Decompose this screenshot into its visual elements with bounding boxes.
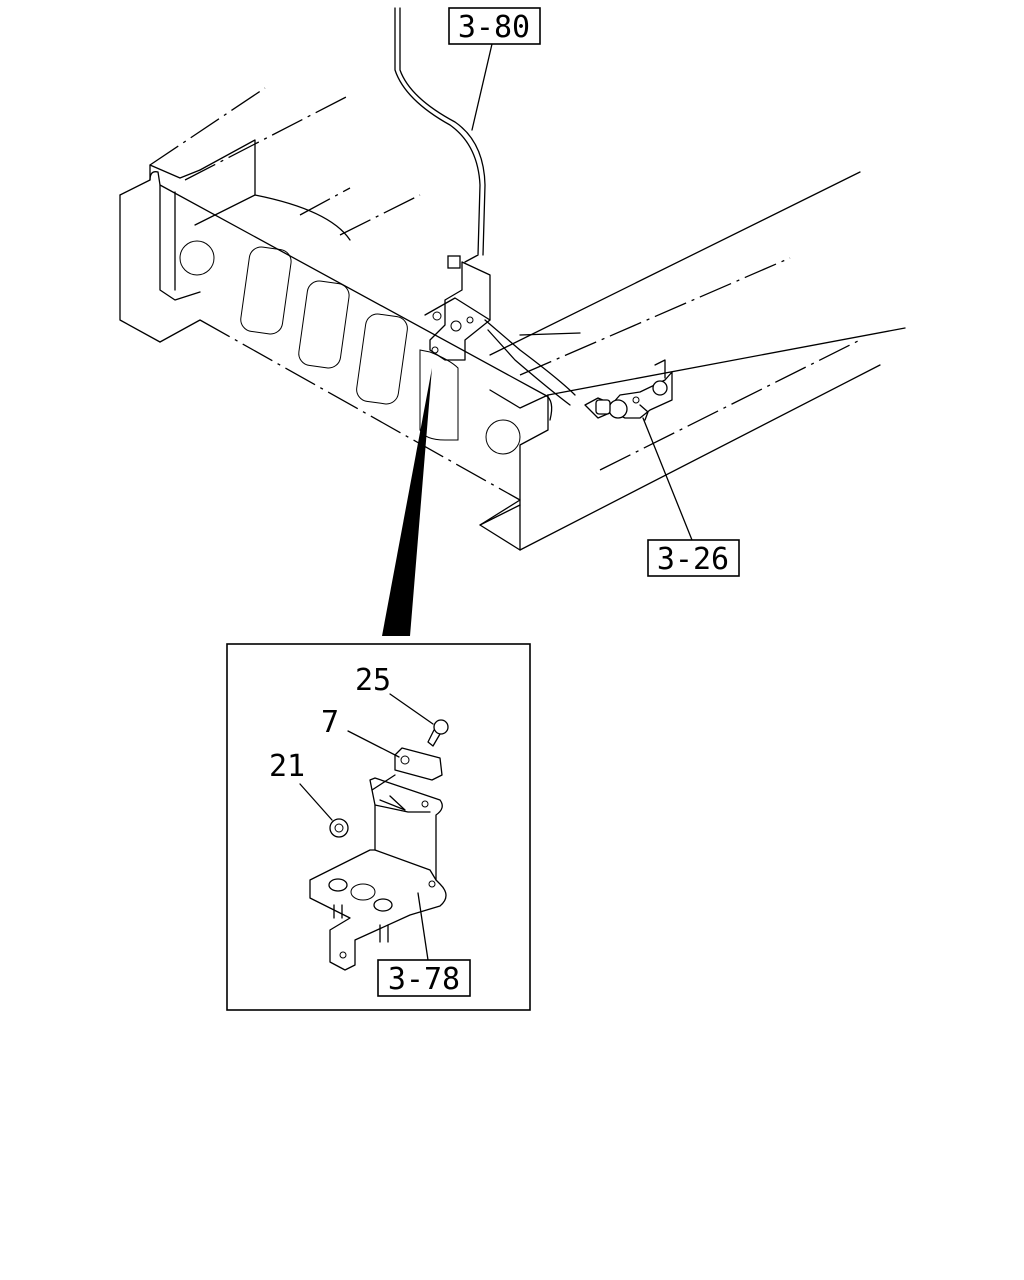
leader-3-78 [417, 892, 429, 961]
detail-nut-21 [329, 818, 349, 838]
callout-3-80: 3-80 [448, 7, 541, 45]
callout-3-78: 3-78 [377, 959, 471, 997]
part-label-25: 25 [355, 663, 391, 698]
part-label-7: 7 [321, 705, 339, 740]
oval-hole-2 [298, 280, 350, 369]
clip-bolt [447, 255, 461, 269]
leader-25 [389, 693, 434, 725]
callout-3-26: 3-26 [647, 539, 740, 577]
oval-hole-1 [240, 246, 292, 335]
air-pipe [394, 7, 576, 406]
detail-bolt-25 [427, 719, 449, 747]
detail-pointer [382, 368, 432, 636]
leader-7 [347, 730, 400, 758]
leader-21 [299, 783, 333, 821]
frame-crossmember [119, 87, 906, 551]
leader-3-80 [471, 43, 493, 131]
callout-3-78-text: 3-78 [388, 962, 460, 997]
detail-bracket [309, 777, 447, 971]
oval-hole-3 [356, 313, 408, 405]
valve-assembly [584, 359, 673, 421]
leader-3-26 [642, 417, 693, 541]
callout-3-80-text: 3-80 [458, 10, 530, 45]
detail-clip [371, 747, 443, 791]
detail-view-frame [226, 643, 531, 1011]
round-hole-left [179, 240, 215, 276]
part-label-21: 21 [269, 749, 305, 784]
round-hole-right [485, 419, 521, 455]
callout-3-26-text: 3-26 [657, 542, 729, 577]
mounting-bracket [424, 255, 491, 361]
